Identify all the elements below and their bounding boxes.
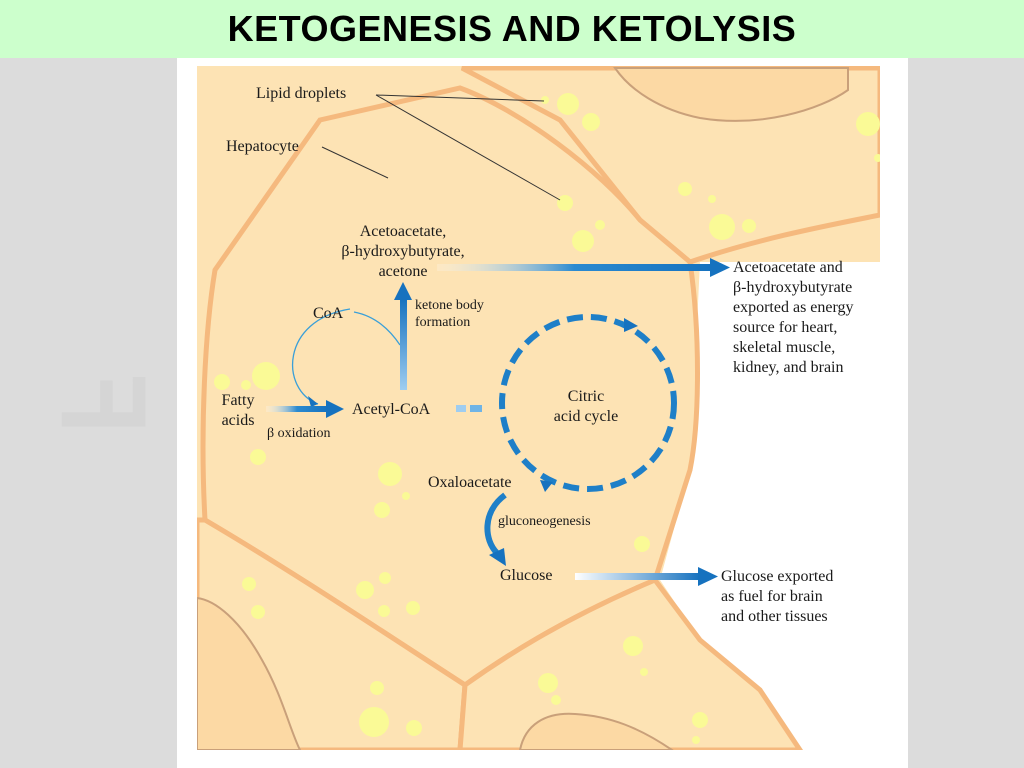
ketone-line-2: β-hydroxybutyrate,	[341, 243, 465, 260]
acetyl-to-cycle-arrow	[456, 405, 482, 412]
ketone-formation-arrow	[394, 282, 412, 390]
glucose-export-arrow	[575, 567, 718, 586]
nucleus-bottom-left	[197, 596, 302, 750]
export1-line-5: skeletal muscle,	[733, 339, 836, 356]
ketone-export-arrow	[437, 258, 730, 277]
extracellular-space	[660, 262, 880, 750]
cell-bottom-right	[457, 576, 804, 750]
glucose-label: Glucose	[500, 567, 553, 584]
ketone-body-formation-label: ketone body formation	[415, 297, 484, 331]
acetyl-coa-label: Acetyl-CoA	[352, 401, 431, 418]
beta-oxidation-label: β oxidation	[267, 426, 331, 441]
lipid-droplets-label: Lipid droplets	[256, 85, 347, 102]
citric-acid-cycle-label: Citric acid cycle	[536, 387, 636, 427]
ketone-line-3: acetone	[378, 263, 428, 280]
export1-line-2: β-hydroxybutyrate	[733, 279, 853, 296]
nucleus-top-right	[613, 67, 849, 122]
export1-line-1: Acetoacetate and	[733, 259, 843, 276]
nucleus-bottom-right	[518, 712, 674, 750]
export1-line-6: kidney, and brain	[733, 359, 844, 376]
citric-line-1: Citric	[567, 388, 605, 405]
slide-title: KETOGENESIS AND KETOLYSIS	[227, 8, 797, 49]
ketone-body-line-2: formation	[415, 315, 471, 330]
ketone-bodies-label: Acetoacetate, β-hydroxybutyrate, acetone	[316, 222, 490, 282]
leader-lines	[321, 94, 561, 201]
title-bar: KETOGENESIS AND KETOLYSIS	[0, 0, 1024, 58]
export2-line-3: and other tissues	[721, 608, 828, 625]
lipid-droplets	[214, 93, 880, 744]
oxaloacetate-label: Oxaloacetate	[428, 474, 512, 491]
ketone-body-line-1: ketone body	[415, 298, 484, 313]
coa-curve-arrow	[291, 308, 401, 407]
hepatocyte-label: Hepatocyte	[226, 138, 299, 155]
export1-line-4: source for heart,	[733, 319, 838, 336]
export2-line-1: Glucose exported	[721, 568, 834, 585]
citric-acid-cycle-ring	[499, 314, 677, 492]
coa-label: CoA	[313, 305, 344, 322]
export1-line-3: exported as energy	[733, 299, 854, 316]
beta-oxidation-arrow	[266, 400, 344, 418]
citric-line-2: acid cycle	[553, 408, 619, 425]
ketone-export-label: Acetoacetate and β-hydroxybutyrate expor…	[733, 258, 854, 378]
fatty-line-2: acids	[221, 412, 255, 429]
fatty-acids-label: Fatty acids	[208, 391, 268, 431]
export2-line-2: as fuel for brain	[721, 588, 823, 605]
gluconeogenesis-arrow	[484, 492, 507, 566]
ketone-line-1: Acetoacetate,	[359, 223, 447, 240]
glucose-export-label: Glucose exported as fuel for brain and o…	[721, 567, 833, 627]
fatty-line-1: Fatty	[221, 392, 255, 409]
gluconeogenesis-label: gluconeogenesis	[498, 514, 591, 529]
